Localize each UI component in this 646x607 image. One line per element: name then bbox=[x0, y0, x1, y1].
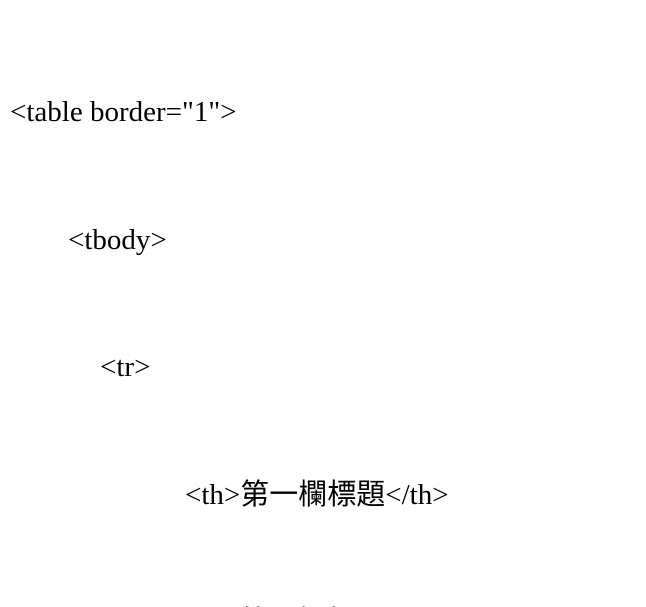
code-line-th-2: <th>第二欄標題</th> bbox=[10, 601, 638, 607]
code-line-tr-open-1: <tr> bbox=[100, 351, 151, 383]
code-line-th-1: <th>第一欄標題</th> bbox=[185, 478, 449, 511]
code-line-tbody-open: <tbody> bbox=[68, 223, 167, 256]
code-line-table-open: <table border="1"> bbox=[10, 96, 237, 128]
